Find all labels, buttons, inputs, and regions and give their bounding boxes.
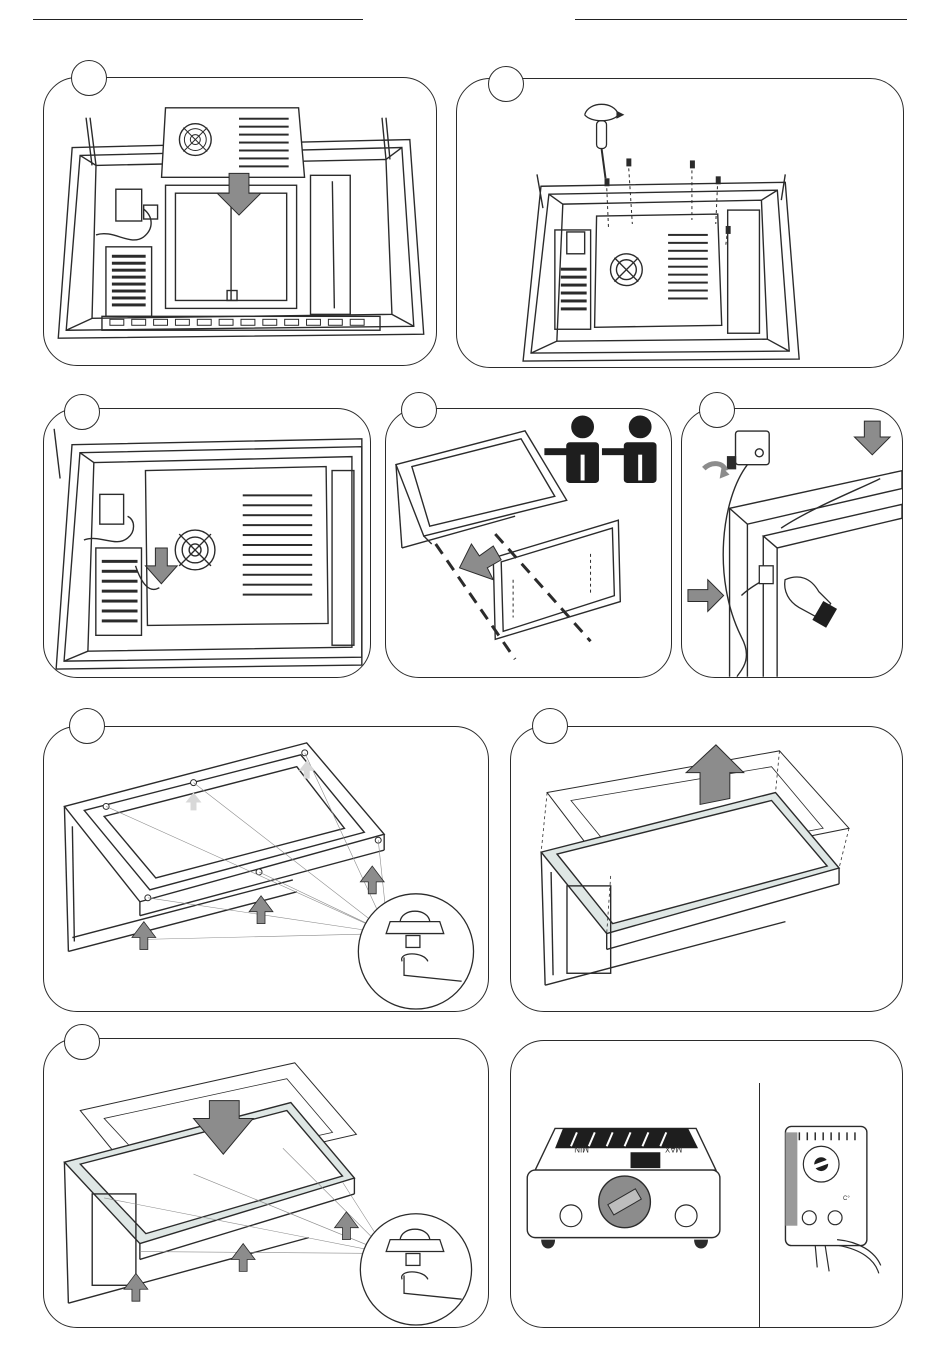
panel-9-components: MIN MAX C° bbox=[510, 1040, 903, 1328]
step-number-6 bbox=[69, 708, 105, 744]
panel-5-illustration bbox=[682, 409, 902, 677]
panel-1-illustration bbox=[44, 78, 436, 365]
panel-3-illustration bbox=[44, 409, 370, 677]
panel-8-illustration bbox=[44, 1039, 488, 1327]
panel-7-illustration bbox=[511, 727, 902, 1011]
step-number-1 bbox=[71, 60, 107, 96]
step-number-7 bbox=[532, 708, 568, 744]
header-rule-left bbox=[33, 19, 363, 20]
panel-2-screw-fastening bbox=[456, 78, 904, 368]
thermostat-unit bbox=[785, 1126, 880, 1273]
panel-8-lower-glass bbox=[43, 1038, 489, 1328]
step-number-3 bbox=[64, 394, 100, 430]
heater-unit bbox=[527, 1128, 720, 1248]
panel-7-lift-glass bbox=[510, 726, 903, 1012]
header-rule-right bbox=[575, 19, 907, 20]
step-number-8 bbox=[64, 1024, 100, 1060]
panel-6-illustration bbox=[44, 727, 488, 1011]
panel-4-two-person-mounting bbox=[385, 408, 672, 678]
panel-1-cover-plate bbox=[43, 77, 437, 366]
heater-label-min: MIN bbox=[574, 1144, 589, 1153]
panel-3-cable-routing bbox=[43, 408, 371, 678]
panel-9-illustration: MIN MAX C° bbox=[511, 1041, 902, 1327]
panel-5-thermostat-connection bbox=[681, 408, 903, 678]
thermostat-unit-label: C° bbox=[843, 1196, 850, 1202]
step-number-5 bbox=[699, 392, 735, 428]
heater-label-max: MAX bbox=[664, 1144, 682, 1153]
step-number-4 bbox=[401, 392, 437, 428]
panel-6-release-glass-frame bbox=[43, 726, 489, 1012]
step-number-2 bbox=[488, 66, 524, 102]
panel-9-divider bbox=[759, 1083, 760, 1328]
panel-2-illustration bbox=[457, 79, 903, 367]
panel-4-illustration bbox=[386, 409, 671, 677]
